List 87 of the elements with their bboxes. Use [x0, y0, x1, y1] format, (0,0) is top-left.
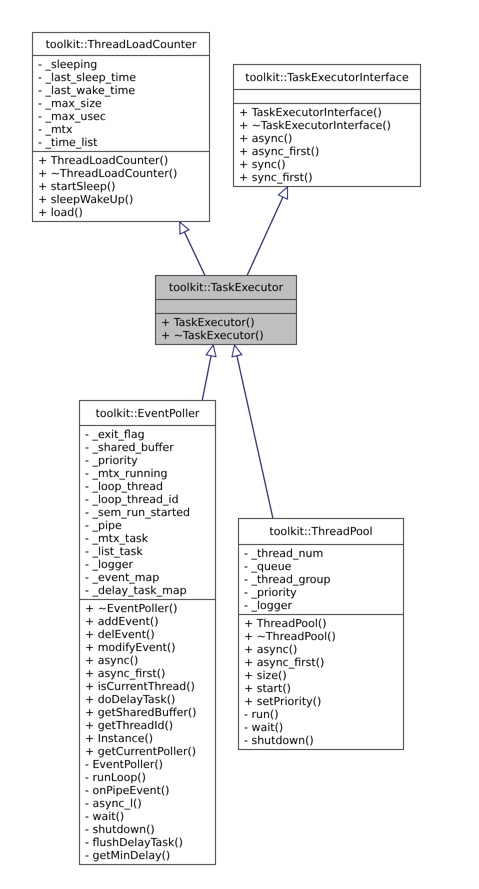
method-text: - wait()	[85, 810, 126, 823]
inheritance-arrow	[202, 344, 216, 400]
attribute-text: - _max_usec	[38, 110, 107, 123]
method-text: + Instance()	[85, 732, 154, 745]
attribute-text: - _time_list	[38, 136, 98, 149]
method-text: + size()	[244, 669, 288, 682]
method-text: + getSharedBuffer()	[85, 706, 198, 719]
class-name: toolkit::TaskExecutorInterface	[245, 70, 409, 84]
attribute-text: - _logger	[244, 599, 294, 612]
method-text: + async_first()	[239, 145, 320, 158]
method-text: - getMinDelay()	[85, 849, 172, 862]
method-text: + ThreadPool()	[244, 617, 328, 630]
method-text: + load()	[38, 206, 84, 219]
method-text: + getCurrentPoller()	[85, 745, 198, 758]
attribute-text: - _pipe	[85, 519, 123, 532]
method-text: + getThreadId()	[85, 719, 174, 732]
method-text: + TaskExecutor()	[161, 316, 256, 329]
method-text: + async_first()	[85, 667, 166, 680]
method-text: + sync_first()	[239, 171, 314, 184]
method-text: + doDelayTask()	[85, 693, 176, 706]
attribute-text: - _event_map	[85, 571, 160, 584]
method-text: + startSleep()	[38, 180, 116, 193]
attribute-text: - _queue	[244, 560, 292, 573]
inheritance-arrow	[179, 222, 206, 276]
method-text: - shutdown()	[244, 734, 315, 747]
method-text: + ~EventPoller()	[85, 602, 178, 615]
attribute-compartment	[239, 544, 403, 614]
method-text: - async_l()	[85, 797, 143, 810]
method-text: + sleepWakeUp()	[38, 193, 134, 206]
method-compartment	[234, 103, 420, 186]
attribute-text: - _shared_buffer	[85, 441, 175, 454]
attribute-text: - _priority	[244, 586, 298, 599]
method-text: + async_first()	[244, 656, 326, 669]
method-compartment	[80, 599, 215, 864]
class-name: toolkit::TaskExecutor	[168, 281, 284, 294]
class-box	[79, 400, 216, 865]
method-text: + async()	[239, 132, 294, 145]
method-text: + async()	[85, 654, 140, 667]
inheritance-arrow	[246, 186, 288, 276]
method-text: + addEvent()	[85, 615, 160, 628]
attribute-text: - _max_size	[38, 97, 103, 110]
attribute-text: - _last_sleep_time	[38, 71, 137, 84]
class-name: toolkit::ThreadLoadCounter	[46, 38, 196, 50]
method-text: + ~ThreadLoadCounter()	[38, 167, 178, 180]
method-text: + TaskExecutorInterface()	[239, 106, 383, 119]
method-text: + ~TaskExecutorInterface()	[239, 119, 392, 132]
attribute-text: - _mtx	[38, 123, 74, 136]
attribute-text: - _last_wake_time	[38, 84, 136, 97]
attribute-text: - _thread_group	[244, 573, 332, 586]
attribute-text: - _mtx_task	[85, 532, 150, 545]
attribute-compartment	[33, 55, 209, 151]
method-text: - run()	[244, 708, 280, 721]
attribute-text: - _logger	[85, 558, 134, 571]
attribute-text: - _loop_thread_id	[85, 493, 180, 506]
method-text: + async()	[244, 643, 298, 656]
method-text: - shutdown()	[85, 823, 156, 836]
attribute-compartment	[80, 425, 215, 599]
method-text: - onPipeEvent()	[85, 784, 170, 797]
attribute-text: - _delay_task_map	[85, 584, 188, 597]
class-box	[32, 32, 210, 222]
method-text: - EventPoller()	[85, 758, 164, 771]
method-text: + ThreadLoadCounter()	[38, 154, 170, 167]
method-text: + ~ThreadPool()	[244, 630, 337, 643]
method-text: + start()	[244, 682, 292, 695]
method-text: - flushDelayTask()	[85, 836, 184, 849]
attribute-text: - _sem_run_started	[85, 506, 192, 519]
method-text: + sync()	[239, 158, 287, 171]
attribute-text: - _exit_flag	[85, 428, 146, 441]
attribute-text: - _priority	[85, 454, 139, 467]
method-text: + modifyEvent()	[85, 641, 176, 654]
inheritance-arrow	[232, 344, 274, 518]
method-text: - runLoop()	[85, 771, 147, 784]
attribute-text: - _list_task	[85, 545, 144, 558]
method-text: + delEvent()	[85, 628, 156, 641]
attribute-text: - _loop_thread	[85, 480, 164, 493]
class-box	[155, 275, 297, 345]
attribute-text: - _mtx_running	[85, 467, 168, 480]
class-box	[238, 518, 404, 750]
method-text: - wait()	[244, 721, 284, 734]
class-name: toolkit::ThreadPool	[269, 525, 373, 538]
class-box	[233, 64, 421, 187]
method-text: + setPriority()	[244, 695, 322, 708]
attribute-text: - _thread_num	[244, 547, 324, 560]
class-name: toolkit::EventPoller	[96, 406, 200, 420]
attribute-text: - _sleeping	[38, 58, 98, 71]
method-text: + ~TaskExecutor()	[161, 329, 265, 342]
method-text: + isCurrentThread()	[85, 680, 196, 693]
